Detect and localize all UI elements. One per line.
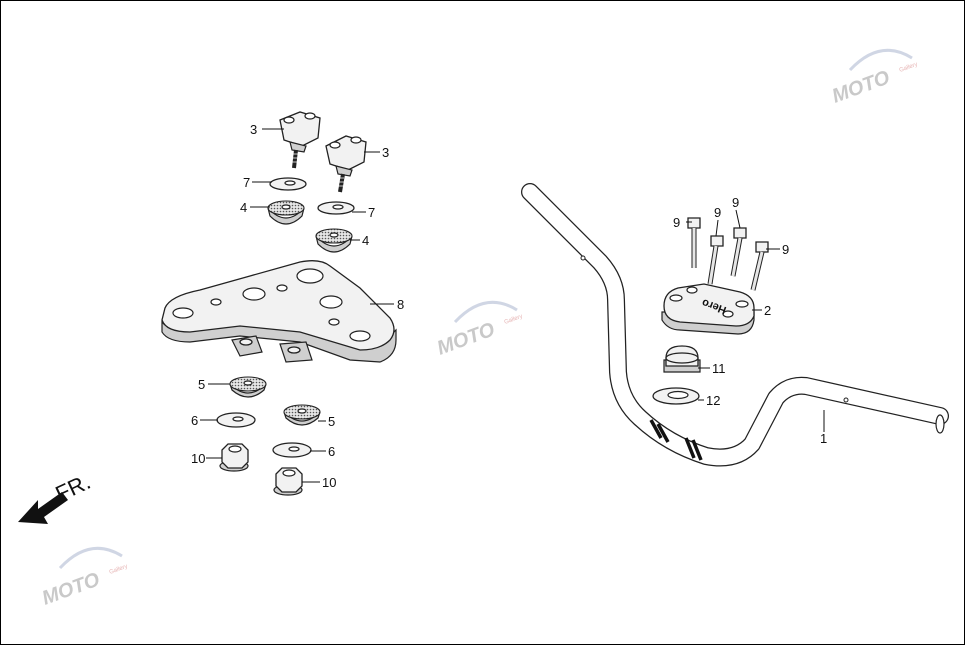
rubber-bushing-lower-left	[229, 376, 267, 398]
callout-9-third: 9	[732, 195, 739, 210]
callout-3-left: 3	[250, 122, 257, 137]
bolt-1	[687, 217, 701, 268]
callout-9-first: 9	[673, 215, 680, 230]
callout-6-left: 6	[191, 413, 198, 428]
callout-6-right: 6	[328, 444, 335, 459]
callout-10-left: 10	[191, 451, 205, 466]
callout-12: 12	[706, 393, 720, 408]
callout-3-right: 3	[382, 145, 389, 160]
handlebar-washer	[652, 387, 700, 405]
svg-text:Gallery: Gallery	[109, 564, 129, 576]
callout-8: 8	[397, 297, 404, 312]
callout-1: 1	[820, 431, 827, 446]
callout-7-right: 7	[368, 205, 375, 220]
flange-nut-right	[273, 467, 303, 496]
callout-2: 2	[764, 303, 771, 318]
bolt-2	[707, 235, 724, 285]
flange-nut-left	[219, 443, 249, 472]
watermark-center: MOTO Gallery	[434, 300, 524, 360]
callout-7-left: 7	[243, 175, 250, 190]
bolt-4	[750, 241, 769, 291]
callout-9-second: 9	[714, 205, 721, 220]
leader-lines	[200, 128, 825, 483]
front-direction-arrow-icon	[18, 492, 68, 524]
bolt-3	[730, 227, 747, 277]
handlebar	[521, 183, 949, 467]
callout-4-left: 4	[240, 200, 247, 215]
svg-text:Gallery: Gallery	[899, 62, 919, 74]
riser-left	[279, 111, 321, 169]
top-bridge-plate	[161, 260, 397, 363]
handlebar-upper-clamp: Hero	[661, 283, 755, 335]
riser-right	[325, 135, 367, 193]
washer-lower-right	[272, 442, 312, 458]
svg-text:MOTO: MOTO	[829, 66, 893, 107]
rubber-bushing-lower-right	[283, 404, 321, 426]
washer-upper-right	[317, 201, 355, 215]
watermark-top-right: MOTO Gallery	[829, 48, 919, 108]
svg-text:Gallery: Gallery	[504, 314, 524, 326]
callout-labels: 3 3 7 7 4 4 8 5 5 6 6 10 10 9 9 9 9 2 11…	[191, 122, 827, 490]
callout-11: 11	[712, 361, 726, 376]
svg-text:MOTO: MOTO	[39, 568, 103, 609]
cap-nut	[663, 345, 701, 373]
washer-lower-left	[216, 412, 256, 428]
watermark-bottom-left: MOTO Gallery	[39, 546, 129, 610]
callout-5-right: 5	[328, 414, 335, 429]
callout-5-left: 5	[198, 377, 205, 392]
rubber-bushing-upper-right	[315, 228, 353, 253]
svg-text:MOTO: MOTO	[434, 318, 498, 359]
callout-4-right: 4	[362, 233, 369, 248]
washer-upper-left	[269, 177, 307, 191]
rubber-bushing-upper-left	[267, 200, 305, 225]
callout-10-right: 10	[322, 475, 336, 490]
callout-9-fourth: 9	[782, 242, 789, 257]
